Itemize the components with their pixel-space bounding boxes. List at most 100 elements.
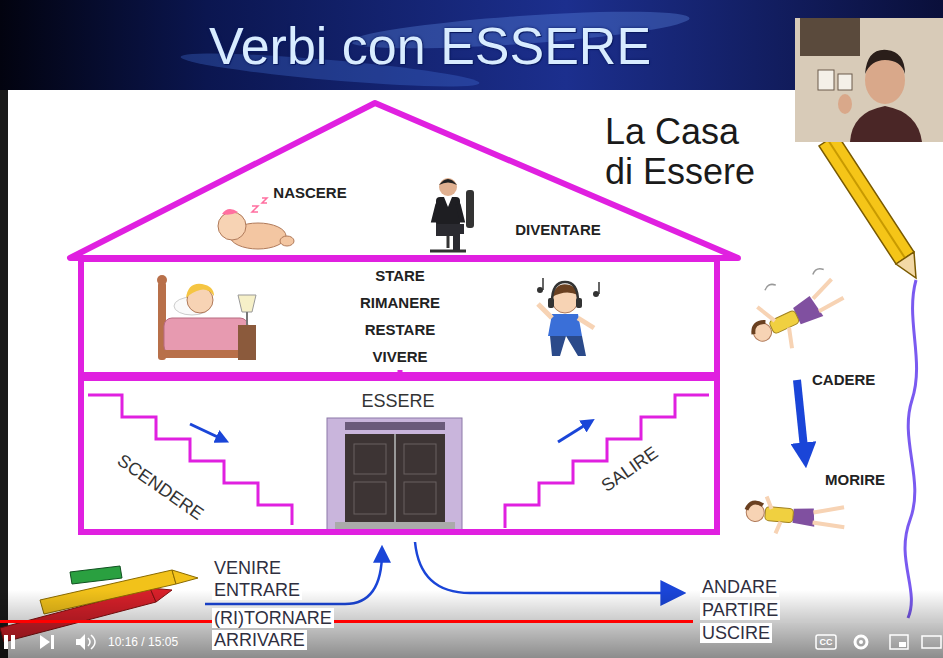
verb-list: STARE RIMANERE RESTARE VIVERE: [356, 262, 444, 370]
player-controls: [76, 634, 85, 650]
player-controls: [51, 635, 54, 649]
lying-figure: [746, 502, 763, 511]
middle-floor: STARE RIMANERE RESTARE VIVERE: [78, 256, 720, 378]
stairs: [88, 395, 292, 525]
businessman-figure: [444, 197, 452, 207]
slide-background: [0, 90, 8, 658]
crayons: [172, 570, 198, 584]
enter-exit-arrows: [415, 542, 676, 593]
falling-figure: [737, 259, 853, 361]
lying-figure: [745, 495, 847, 539]
dancing-boy: [593, 291, 599, 297]
verb-label: MORIRE: [825, 471, 885, 489]
verb-label: ANDARE: [700, 577, 779, 597]
front-door: [327, 418, 462, 530]
player-controls: [88, 635, 95, 649]
girl-in-bed: [246, 312, 248, 325]
front-door: [404, 444, 436, 474]
verb-text: NASCERE: [273, 184, 346, 202]
webcam-inset: [865, 50, 905, 74]
caption-button: CC: [820, 637, 833, 647]
dancing-boy: [537, 278, 599, 356]
baby-figure: [222, 209, 238, 215]
verb-label: ARRIVARE: [212, 630, 307, 650]
webcam-inset: [850, 106, 922, 142]
lying-figure: [745, 495, 847, 539]
lying-figure: [764, 496, 783, 533]
floor-outline: [81, 259, 717, 375]
front-door: [354, 482, 386, 514]
webcam-inset: [818, 70, 834, 90]
pencil: [828, 140, 905, 258]
floor-title: ESSERE: [361, 391, 434, 413]
front-door: [327, 418, 462, 530]
player-controls: [899, 642, 906, 647]
webcam-inset: [838, 94, 852, 114]
slide-background: [8, 90, 943, 658]
dancing-boy: [542, 278, 544, 290]
stair-label: SCENDERE: [113, 450, 207, 525]
lying-figure: [812, 505, 846, 528]
player-controls: [890, 635, 908, 649]
webcam-inset: [795, 18, 943, 142]
pencil: [905, 280, 917, 618]
front-door: [345, 422, 445, 430]
businessman-figure: [466, 190, 474, 228]
girl-in-bed: [164, 318, 248, 354]
dancing-boy: [552, 282, 578, 302]
video-time: 10:16 / 15:05: [108, 635, 178, 649]
fall-arrow: [797, 380, 805, 458]
falling-figure: [750, 320, 768, 334]
businessman-figure: [436, 197, 460, 227]
front-door: [345, 434, 445, 522]
webcam-inset: [795, 18, 943, 142]
businessman-figure: [436, 224, 464, 250]
businessman-figure: [430, 250, 466, 253]
dancing-boy: [548, 298, 554, 308]
front-door: [354, 444, 386, 474]
stairs: [190, 424, 224, 440]
girl-in-bed: [238, 295, 256, 312]
player-controls: [859, 640, 863, 644]
stairs: [88, 395, 709, 528]
lying-figure: [745, 503, 765, 523]
fall-arrow: [797, 380, 805, 458]
verb-text: DIVENTARE: [515, 221, 601, 239]
player-controls: [0, 620, 693, 623]
baby-figure: [218, 212, 246, 240]
lying-figure: [792, 507, 815, 527]
floor-outline: [81, 378, 717, 532]
player-controls: [0, 590, 943, 658]
girl-in-bed: [164, 350, 248, 358]
diagram-heading: La Casa di Essere: [605, 112, 770, 192]
girl-in-bed: [238, 325, 256, 360]
falling-figure: [764, 261, 824, 295]
verb-label: USCIRE: [700, 623, 772, 643]
girl-in-bed: [186, 284, 214, 298]
lying-figure: [765, 506, 794, 522]
crayons: [70, 566, 122, 584]
businessman-figure: [447, 236, 450, 248]
dancing-boy: [537, 287, 543, 293]
baby-figure: [218, 198, 294, 249]
pencil: [896, 252, 916, 278]
player-controls: [0, 590, 943, 658]
falling-figure: [809, 278, 845, 312]
verb-label: ENTRARE: [212, 580, 302, 600]
girl-in-bed: [157, 275, 167, 285]
dancing-boy: [550, 336, 586, 356]
slide-title: Verbi con ESSERE: [209, 16, 651, 76]
player-controls: [40, 635, 50, 649]
falling-figure: [751, 320, 775, 344]
verb-label: VENIRE: [212, 558, 283, 578]
businessman-figure: [434, 204, 462, 220]
dancing-boy: [548, 314, 582, 336]
pencil: [819, 134, 914, 264]
player-controls: [816, 635, 836, 649]
stair-label: SALIRE: [598, 443, 663, 497]
webcam-inset: [800, 18, 860, 56]
webcam-inset: [838, 74, 852, 90]
dancing-boy: [576, 298, 582, 308]
